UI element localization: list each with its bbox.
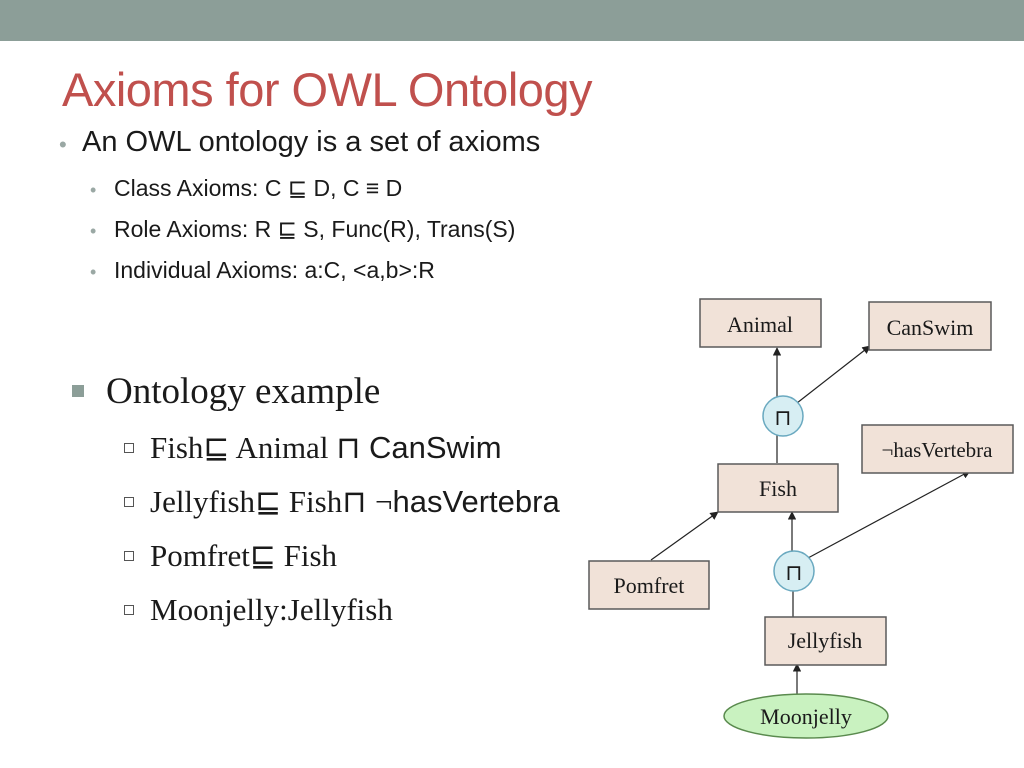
axiom-conjunct: hasVertebra (392, 484, 560, 519)
axiom-subject: Pomfret (150, 538, 250, 573)
subsumption-symbol: ⊑ (249, 538, 276, 573)
node-pomfret: Pomfret (588, 560, 710, 610)
axiom-assertion: Moonjelly:Jellyfish (150, 592, 393, 627)
node-jellyfish-label: Jellyfish (788, 628, 863, 653)
subbullet-class-axioms: • Class Axioms: C ⊑ D, C ≡ D (90, 175, 402, 202)
example-axiom-pomfret: Pomfret⊑ Fish (124, 538, 337, 574)
intersection-symbol: ⊓ (342, 484, 376, 519)
checkbox-bullet-icon (124, 496, 134, 507)
subbullet-text: Class Axioms: C ⊑ D, C ≡ D (114, 175, 403, 201)
subbullet-individual-axioms: • Individual Axioms: a:C, <a,b>:R (90, 257, 435, 284)
node-jellyfish-box (764, 616, 887, 666)
node-fish-label: Fish (759, 476, 797, 501)
bullet-owl-ontology: • An OWL ontology is a set of axioms (59, 126, 541, 159)
axiom-subject: Fish (150, 430, 204, 465)
bullet-dot-icon: • (90, 221, 97, 241)
node-animal: Animal (699, 298, 822, 348)
node-pomfret-label: Pomfret (614, 573, 685, 598)
bullet-text: An OWL ontology is a set of axioms (82, 126, 541, 158)
edge-pomfret-fish (650, 511, 719, 561)
axiom-subject: Jellyfish (150, 484, 256, 519)
node-moonjelly: Moonjelly (723, 693, 889, 739)
node-animal-box (699, 298, 822, 348)
example-axiom-moonjelly: Moonjelly:Jellyfish (124, 592, 393, 628)
subbullet-role-axioms: • Role Axioms: R ⊑ S, Func(R), Trans(S) (90, 216, 515, 243)
subbullet-text: Individual Axioms: a:C, <a,b>:R (114, 257, 435, 283)
intersection-icon: ⊓ (785, 561, 802, 586)
axiom-class: Fish (281, 484, 343, 519)
intersection-node-circle (773, 550, 815, 592)
subbullet-text: Role Axioms: R ⊑ S, Func(R), Trans(S) (114, 216, 516, 242)
negation-symbol: ¬ (375, 484, 393, 519)
subsumption-symbol: ⊑ (203, 430, 230, 465)
slide-title: Axioms for OWL Ontology (62, 63, 593, 116)
node-hasvertebra-box (861, 424, 1014, 474)
node-fish: Fish (717, 463, 839, 513)
node-jellyfish: Jellyfish (764, 616, 887, 666)
bullet-dot-icon: • (90, 262, 97, 282)
ontology-example-text: Ontology example (106, 371, 381, 412)
checkbox-bullet-icon (124, 442, 134, 453)
ontology-example-heading: Ontology example (72, 370, 380, 413)
node-canswim: CanSwim (868, 301, 992, 351)
example-axiom-jellyfish: Jellyfish⊑ Fish⊓ ¬hasVertebra (124, 484, 560, 520)
checkbox-bullet-icon (124, 550, 134, 561)
node-moonjelly-oval (723, 693, 889, 739)
node-hasvertebra-label: ¬hasVertebra (882, 438, 994, 462)
slide-top-bar (0, 0, 1024, 41)
node-pomfret-box (588, 560, 710, 610)
checkbox-bullet-icon (124, 604, 134, 615)
node-animal-label: Animal (727, 312, 793, 337)
axiom-conjunct: ⊓ CanSwim (336, 430, 502, 465)
subsumption-symbol: ⊑ (255, 484, 282, 519)
node-and1: ⊓ (762, 395, 804, 437)
bullet-dot-icon: • (59, 132, 67, 157)
node-moonjelly-label: Moonjelly (760, 704, 852, 729)
intersection-node-circle (762, 395, 804, 437)
edge-and1-canswim (796, 345, 871, 404)
edge-and2-hasvertebra (807, 470, 971, 559)
bullet-dot-icon: • (90, 180, 97, 200)
example-axiom-fish: Fish⊑ Animal ⊓ CanSwim (124, 430, 502, 466)
axiom-class: Fish (275, 538, 338, 573)
node-hasvertebra: ¬hasVertebra (861, 424, 1014, 474)
node-fish-box (717, 463, 839, 513)
node-canswim-label: CanSwim (887, 315, 974, 340)
axiom-class: Animal (229, 430, 337, 465)
intersection-icon: ⊓ (774, 406, 791, 431)
node-and2: ⊓ (773, 550, 815, 592)
square-bullet-icon (72, 384, 84, 397)
node-canswim-box (868, 301, 992, 351)
